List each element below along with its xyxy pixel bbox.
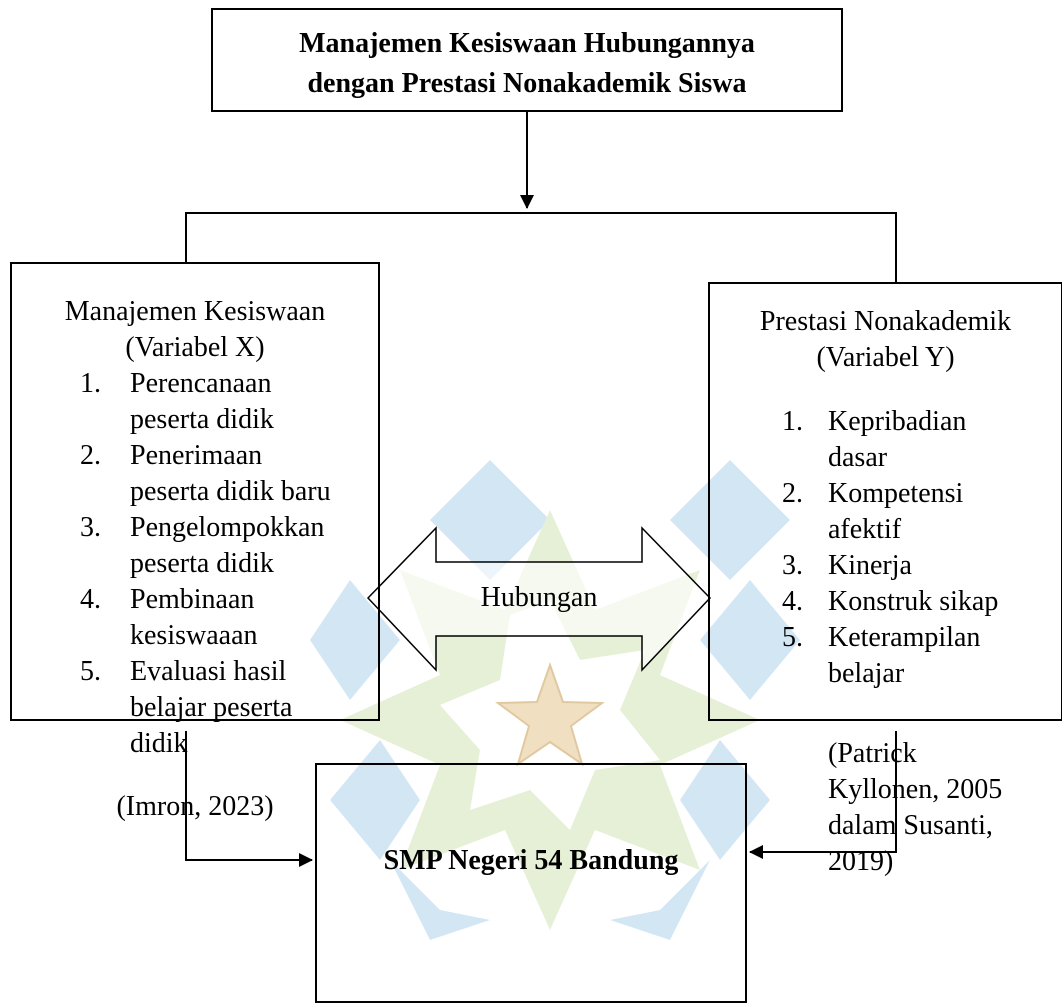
variable-y-citation-line: dalam Susanti, xyxy=(828,810,993,841)
list-item: Keterampilan xyxy=(828,622,981,653)
list-number: 5. xyxy=(782,622,803,653)
list-number: 1. xyxy=(80,368,101,399)
list-item: dasar xyxy=(828,442,888,473)
right-to-bottom-arrow xyxy=(749,731,897,859)
list-item: Pembinaan xyxy=(130,584,255,615)
branch-line xyxy=(185,212,897,282)
list-item: peserta didik baru xyxy=(130,476,331,507)
list-number: 3. xyxy=(782,550,803,581)
title-line-1: Manajemen Kesiswaan Hubungannya xyxy=(299,28,755,59)
list-number: 2. xyxy=(782,478,803,509)
variable-x-citation: (Imron, 2023) xyxy=(116,791,274,822)
relation-label: Hubungan xyxy=(480,582,598,613)
list-number: 2. xyxy=(80,440,101,471)
list-number: 1. xyxy=(782,406,803,437)
list-item: Konstruk sikap xyxy=(828,586,999,617)
list-item: didik xyxy=(130,728,188,759)
variable-y-heading-2: (Variabel Y) xyxy=(816,342,955,373)
variable-x-heading-2: (Variabel X) xyxy=(125,332,265,363)
list-item: afektif xyxy=(828,514,902,545)
list-item: belajar peserta xyxy=(130,692,293,723)
school-box: SMP Negeri 54 Bandung xyxy=(315,763,747,1003)
list-item: peserta didik xyxy=(130,548,274,579)
list-item: Pengelompokkan xyxy=(130,512,325,543)
list-item: Kepribadian xyxy=(828,406,967,437)
variable-y-box: Prestasi Nonakademik (Variabel Y) 1. Kep… xyxy=(708,282,1062,877)
variable-x-heading-1: Manajemen Kesiswaan xyxy=(64,296,326,327)
variable-y-citation-line: 2019) xyxy=(828,846,894,877)
list-number: 5. xyxy=(80,656,101,687)
list-item: kesiswaaan xyxy=(130,620,258,651)
title-line-2: dengan Prestasi Nonakademik Siswa xyxy=(307,68,747,99)
list-number: 4. xyxy=(782,586,803,617)
list-item: Penerimaan xyxy=(130,440,263,471)
title-box: Manajemen Kesiswaan Hubungannya dengan P… xyxy=(211,8,843,112)
list-number: 3. xyxy=(80,512,101,543)
school-name: SMP Negeri 54 Bandung xyxy=(383,845,679,876)
list-item: Perencanaan xyxy=(130,368,272,399)
list-item: Kinerja xyxy=(828,550,912,581)
list-number: 4. xyxy=(80,584,101,615)
list-item: Evaluasi hasil xyxy=(130,656,287,687)
variable-x-box: Manajemen Kesiswaan (Variabel X) 1. Pere… xyxy=(10,262,380,822)
variable-y-citation-line: Kyllonen, 2005 xyxy=(828,774,1003,805)
list-item: belajar xyxy=(828,658,905,689)
left-to-bottom-arrow xyxy=(185,731,313,867)
variable-y-citation-line: (Patrick xyxy=(828,738,917,769)
list-item: Kompetensi xyxy=(828,478,964,509)
variable-y-heading-1: Prestasi Nonakademik xyxy=(759,306,1012,337)
list-item: peserta didik xyxy=(130,404,274,435)
relation-double-arrow xyxy=(366,526,712,672)
